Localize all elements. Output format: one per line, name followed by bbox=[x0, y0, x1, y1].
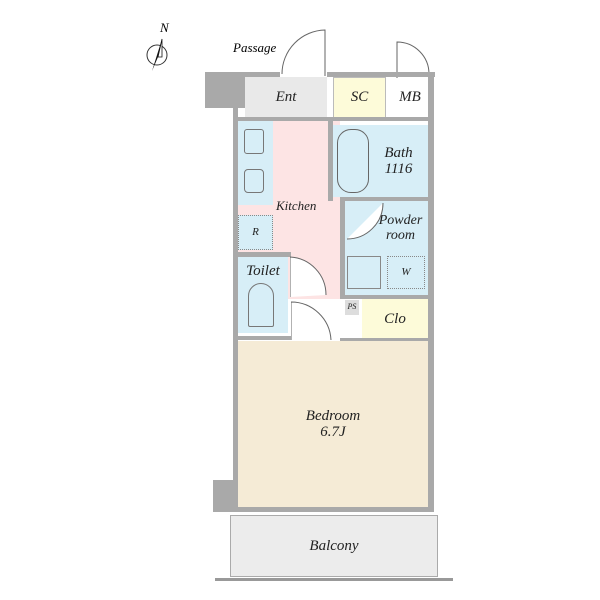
bedroom-label: Bedroom bbox=[305, 407, 361, 424]
wall-bath-left bbox=[328, 121, 333, 201]
wall-right bbox=[428, 72, 434, 512]
wall-toilet bbox=[238, 252, 291, 257]
room-bedroom: Bedroom 6.7J bbox=[238, 341, 428, 507]
balcony: Balcony bbox=[230, 515, 438, 577]
toilet-icon bbox=[248, 283, 274, 327]
compass: N bbox=[140, 20, 180, 75]
washer-space: W bbox=[387, 256, 425, 289]
wall-mid-h bbox=[238, 117, 428, 121]
compass-icon bbox=[146, 38, 168, 71]
compass-north-label: N bbox=[160, 20, 169, 35]
room-bath: Bath 1116 bbox=[333, 125, 428, 197]
passage-label: Passage bbox=[233, 40, 277, 55]
sc-label: SC bbox=[350, 89, 369, 106]
powder-room-label: Powder room bbox=[378, 213, 423, 244]
clo-label: Clo bbox=[384, 311, 406, 328]
room-sc: SC bbox=[333, 77, 386, 118]
wall-bottom bbox=[233, 507, 434, 512]
entrance-door bbox=[281, 29, 326, 76]
room-ent: Ent bbox=[245, 77, 327, 117]
washbasin-icon bbox=[347, 256, 381, 289]
bedroom-size-label: 6.7J bbox=[320, 424, 346, 440]
wall-powder-top bbox=[340, 197, 428, 201]
toilet-door bbox=[290, 256, 327, 297]
refrigerator-space: R bbox=[238, 215, 273, 250]
bath-label: Bath bbox=[384, 144, 413, 161]
kitchen-label: Kitchen bbox=[276, 198, 317, 213]
balcony-edge bbox=[215, 578, 453, 581]
mb-label: MB bbox=[399, 89, 421, 106]
wall-clo-bottom bbox=[340, 338, 428, 341]
room-clo: Clo bbox=[362, 299, 428, 340]
wall-top-right bbox=[327, 72, 435, 77]
stove-icon bbox=[244, 129, 264, 154]
toilet-label: Toilet bbox=[246, 263, 280, 279]
washer-label: W bbox=[401, 266, 411, 279]
wall-ps bbox=[340, 295, 428, 299]
room-toilet: Toilet bbox=[238, 257, 288, 333]
room-mb: MB bbox=[392, 77, 428, 118]
mb-door bbox=[396, 41, 430, 78]
kitchen-counter bbox=[238, 121, 273, 205]
powder-door bbox=[346, 202, 384, 240]
wall-bedroom-top bbox=[238, 336, 291, 340]
bedroom-door bbox=[291, 301, 332, 341]
sink-icon bbox=[244, 169, 264, 193]
room-powder: Powder room W bbox=[345, 201, 428, 295]
bathtub-icon bbox=[337, 129, 369, 193]
wall-left bbox=[233, 72, 238, 512]
bath-size-label: 1116 bbox=[384, 161, 413, 177]
ps-space: PS bbox=[345, 300, 359, 315]
wall-top bbox=[205, 72, 280, 77]
ps-label: PS bbox=[347, 302, 357, 312]
refrigerator-label: R bbox=[252, 226, 259, 239]
ent-label: Ent bbox=[275, 88, 297, 105]
balcony-label: Balcony bbox=[309, 537, 359, 554]
wall-powder-left bbox=[340, 201, 345, 299]
wall-block-top bbox=[205, 72, 245, 108]
